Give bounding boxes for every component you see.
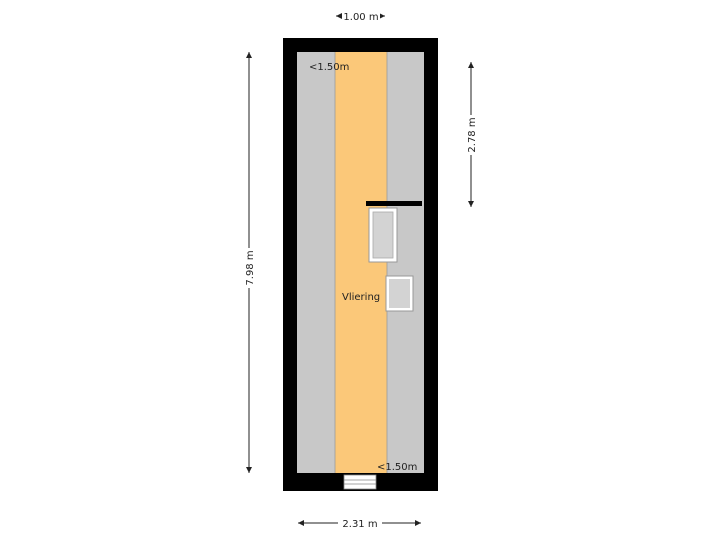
floor-low-ceiling-left (297, 52, 335, 473)
dimension-label-bg-right (464, 115, 478, 155)
stair-opening-inner (389, 279, 410, 308)
dimension-label-bg-left (242, 248, 256, 288)
low-ceiling-label-top: <1.50m (309, 62, 349, 73)
dimension-label-top: 1.00 m (343, 12, 378, 23)
interior-wall (366, 201, 422, 206)
dimension-label-bg-top (342, 9, 380, 23)
dimension-label-left: 7.98 m (245, 250, 256, 285)
roof-hatch-glass (372, 211, 394, 259)
room-label: Vliering (342, 292, 380, 303)
window (343, 474, 377, 490)
dimension-label-right: 2.78 m (467, 117, 478, 152)
dimension-label-bg-bottom (338, 516, 382, 530)
low-ceiling-label-bottom: <1.50m (377, 462, 417, 473)
dimension-label-bottom: 2.31 m (342, 519, 377, 530)
